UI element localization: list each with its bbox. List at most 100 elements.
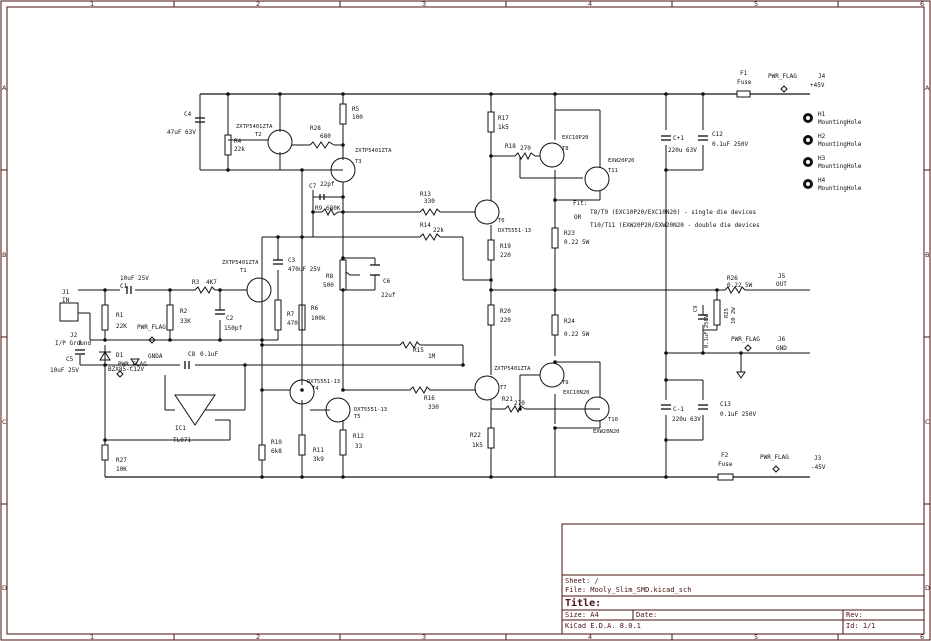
r10-body xyxy=(258,444,266,461)
col-label-top: 4 xyxy=(588,0,592,8)
r6-ref: R6 xyxy=(311,305,319,312)
r2-val: 33K xyxy=(180,318,191,325)
j1-ref: J1 xyxy=(62,289,70,296)
t11-ref: T11 xyxy=(608,168,618,174)
row-label-right: C xyxy=(925,418,930,426)
r8-ref: R8 xyxy=(326,273,334,280)
r21-body xyxy=(504,405,526,414)
r23-body xyxy=(551,227,559,249)
t2-part: ZXTP5401ZTA xyxy=(236,124,273,130)
wires xyxy=(78,93,810,478)
r27-val: 10K xyxy=(116,466,127,473)
c8-ref: C8 xyxy=(188,351,196,358)
tb-date: Date: xyxy=(636,611,657,619)
d1-symbol xyxy=(99,351,111,361)
f2-val: Fuse xyxy=(718,461,733,468)
cm1-val: 220u 63V xyxy=(672,416,701,423)
frame-column-labels: 1 2 3 4 5 6 1 2 3 4 5 6 xyxy=(90,0,924,641)
transistor-bodies xyxy=(246,129,610,423)
r24-body xyxy=(551,314,559,336)
r18-val: 270 xyxy=(520,145,531,152)
mounting-holes xyxy=(803,113,813,189)
title-block: Sheet: / File: Mooly_Slim_SMD.kicad_sch … xyxy=(561,523,925,635)
t10-part: EXW20N20 xyxy=(593,429,620,435)
r3-ref: R3 xyxy=(192,279,200,286)
gnda-label: GNDA xyxy=(148,353,163,360)
c12-ref: C12 xyxy=(712,131,723,138)
r5-body xyxy=(339,103,347,125)
r25-ref: R25 xyxy=(724,308,730,318)
r17-body xyxy=(487,111,495,133)
tb-id: Id: 1/1 xyxy=(846,622,876,630)
ic1-symbol xyxy=(174,394,216,426)
ic1-ref: IC1 xyxy=(175,425,186,432)
h4-ref: H4 xyxy=(818,177,826,184)
r22-ref: R22 xyxy=(470,432,481,439)
d1-val: BZX85-C12V xyxy=(108,366,145,373)
t8-symbol xyxy=(539,142,565,168)
r12-ref: R12 xyxy=(353,433,364,440)
r7-body xyxy=(274,299,282,331)
r5-val: 100 xyxy=(352,114,363,121)
r25-body xyxy=(713,299,721,326)
r14-body xyxy=(419,233,441,241)
r13-ref: R13 xyxy=(420,191,431,198)
d1-ref: D1 xyxy=(116,352,124,359)
t10-symbol xyxy=(584,396,610,422)
t5-part: DXT5551-13 xyxy=(354,407,387,413)
cm1-ref: C-1 xyxy=(673,406,684,413)
r28-body xyxy=(309,141,335,149)
t5-symbol xyxy=(325,397,351,423)
pwr-flag-pos: PWR_FLAG xyxy=(768,73,797,80)
capacitor-bodies xyxy=(75,117,708,410)
t6-ref: T6 xyxy=(498,218,505,224)
r21-ref: R21 xyxy=(502,396,513,403)
tb-file: File: Mooly_Slim_SMD.kicad_sch xyxy=(565,586,691,594)
r26-val: 0.22 5W xyxy=(727,282,753,289)
r12-val: 33 xyxy=(355,443,363,450)
c9-ref: C9 xyxy=(693,305,699,312)
col-label-bottom: 4 xyxy=(588,633,592,641)
t1-part: ZXTP5401ZTA xyxy=(222,260,259,266)
tb-title: Title: xyxy=(565,597,601,609)
j5-val: OUT xyxy=(776,281,787,288)
r24-ref: R24 xyxy=(564,318,575,325)
r20-ref: R20 xyxy=(500,308,511,315)
f2-body xyxy=(717,473,734,481)
row-label-right: A xyxy=(925,84,930,92)
j2-ref: J2 xyxy=(70,332,78,339)
frame-row-labels: A B C D A B C D xyxy=(2,84,930,592)
r4-val: 22k xyxy=(234,146,245,153)
tb-sheet: Sheet: / xyxy=(565,577,599,585)
c1-val: 10uF 25V xyxy=(120,275,149,282)
c3-ref: C3 xyxy=(288,257,296,264)
r2-ref: R2 xyxy=(180,308,188,315)
col-label-bottom: 1 xyxy=(90,633,94,641)
t11-symbol xyxy=(584,166,610,192)
note-line2: T10/T11 (EXW20P20/EXW20N20 - double die … xyxy=(590,222,760,229)
r16-val: 330 xyxy=(428,404,439,411)
r23-ref: R23 xyxy=(564,230,575,237)
r28-val: 680 xyxy=(320,133,331,140)
c9-val: 0.1uF 250V xyxy=(704,314,710,348)
r19-val: 220 xyxy=(500,252,511,259)
t9-ref: T9 xyxy=(562,380,569,386)
j6-ref: J6 xyxy=(778,336,786,343)
t6-part: DXT5551-13 xyxy=(498,228,531,234)
j3-ref: J3 xyxy=(814,455,822,462)
r26-ref: R26 xyxy=(727,275,738,282)
c3-val: 470uF 25V xyxy=(288,266,321,273)
t3-ref: T3 xyxy=(355,159,362,165)
r8-wiper xyxy=(345,271,360,276)
r27-ref: R27 xyxy=(116,457,127,464)
r5-ref: R5 xyxy=(352,106,360,113)
design-notes: Fit: T8/T9 (EXC10P20/EXC10N20) - single … xyxy=(573,200,760,229)
r6-body xyxy=(298,304,306,331)
t4-part: DXT5551-13 xyxy=(307,379,340,385)
c12-val: 0.1uF 250V xyxy=(712,141,749,148)
r14-val: 22k xyxy=(433,227,444,234)
c7-ref: C7 xyxy=(309,183,317,190)
r2-body xyxy=(166,304,174,331)
col-label-bottom: 6 xyxy=(920,633,924,641)
j4-val: +45V xyxy=(810,82,825,89)
